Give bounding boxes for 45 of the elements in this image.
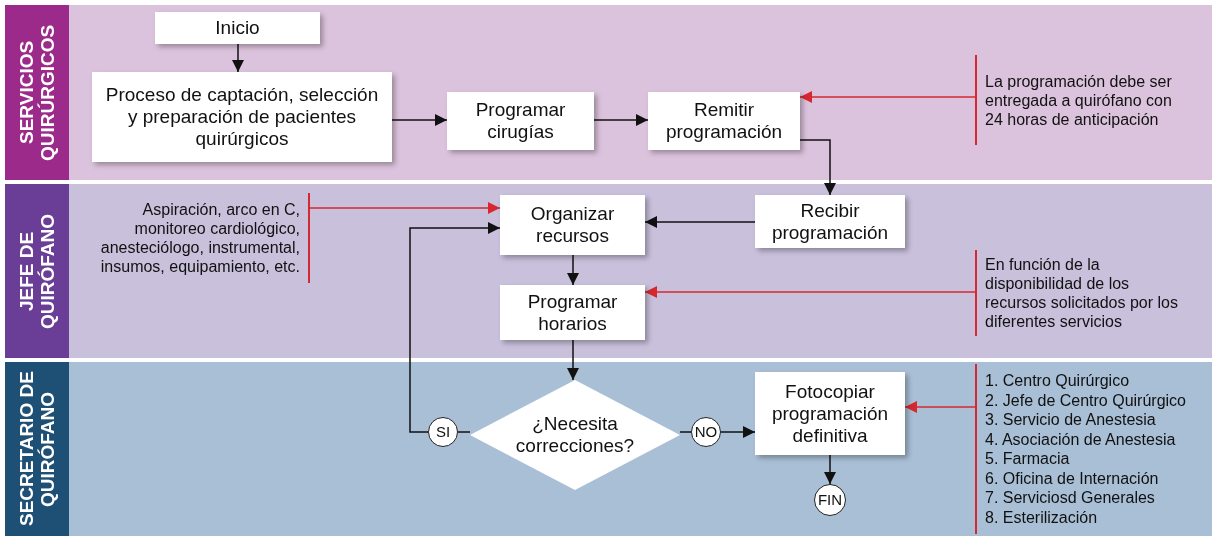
connector-circle: SI (428, 417, 458, 447)
arrow (644, 216, 756, 228)
arrow (567, 339, 579, 381)
arrow (309, 202, 501, 214)
list-item: 8. Esterilización (985, 507, 1098, 527)
lane-title: JEFE DE QUIRÓFANO (5, 184, 69, 358)
decision-diamond: ¿Necesita correcciones? (470, 380, 680, 490)
arrow (904, 401, 976, 413)
lane-title: SERVICIOS QUIRÚRGICOS (5, 5, 69, 180)
list-item: 1. Centro Quirúrgico (985, 371, 1130, 391)
swimlane (5, 5, 1212, 180)
connector-circle: FIN (814, 484, 846, 516)
arrow (232, 43, 244, 73)
list-item: 2. Jefe de Centro Quirúrgico (985, 390, 1186, 410)
arrow (391, 114, 448, 126)
list-item: 6. Oficina de Internación (985, 468, 1159, 488)
arrow (409, 222, 501, 433)
annotation-note: En función de la disponibilidad de los recursos solicitados por los diferentes servicios (975, 250, 1190, 336)
arrow (720, 426, 756, 438)
list-item: 4. Asociación de Anestesia (985, 429, 1176, 449)
process-box: Proceso de captación, selección y preparación de pacientes quirúrgicos (92, 72, 392, 162)
process-box: Recibir programación (755, 195, 905, 248)
annotation-note: Aspiración, arco en C, monitoreo cardiológico, anesteciólogo, instrumental, insumos, equipamiento, etc. (88, 193, 310, 283)
list-item: 3. Servicio de Anestesia (985, 410, 1156, 430)
list-item: 5. Farmacia (985, 449, 1070, 469)
swimlane (5, 184, 1212, 358)
arrow (593, 114, 649, 126)
connector-line (457, 431, 471, 433)
arrow (567, 254, 579, 286)
arrow (799, 139, 836, 196)
lane-title: SECRETARIO DE QUIRÓFANO (5, 362, 69, 536)
process-box: Inicio (155, 12, 320, 44)
connector-line (679, 431, 692, 433)
process-box: Remitir programación (648, 92, 800, 150)
process-box: Fotocopiar programación definitiva (755, 372, 905, 455)
arrow (824, 454, 836, 485)
connector-circle: NO (691, 417, 721, 447)
swimlane (5, 362, 1212, 536)
arrow (799, 91, 976, 103)
process-box: Programar cirugías (447, 92, 594, 150)
annotation-note: La programación debe ser entregada a quirófano con 24 horas de anticipación (975, 55, 1190, 145)
list-item: 7. Serviciosd Generales (985, 488, 1155, 508)
process-box: Programar horarios (500, 285, 645, 340)
process-box: Organizar recursos (500, 195, 645, 255)
arrow (644, 286, 976, 298)
